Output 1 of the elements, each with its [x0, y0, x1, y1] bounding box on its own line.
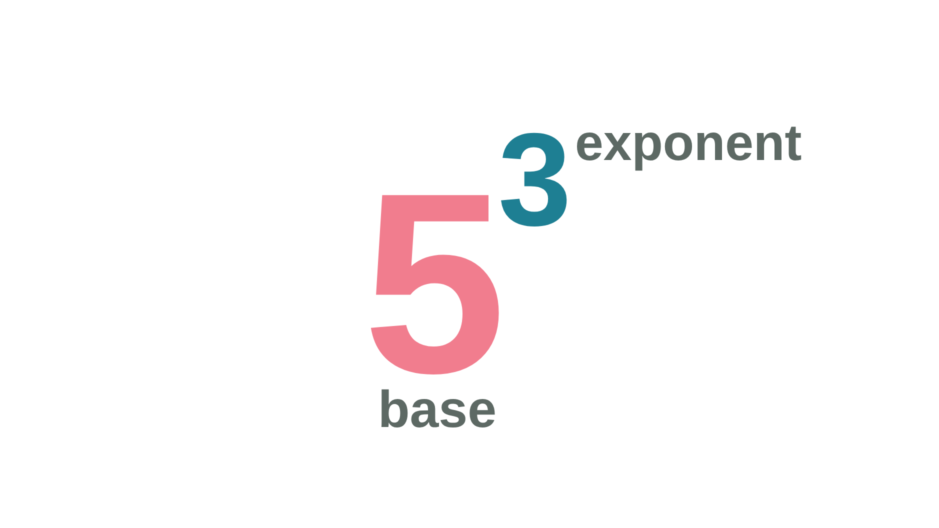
base-label: base	[378, 384, 497, 436]
